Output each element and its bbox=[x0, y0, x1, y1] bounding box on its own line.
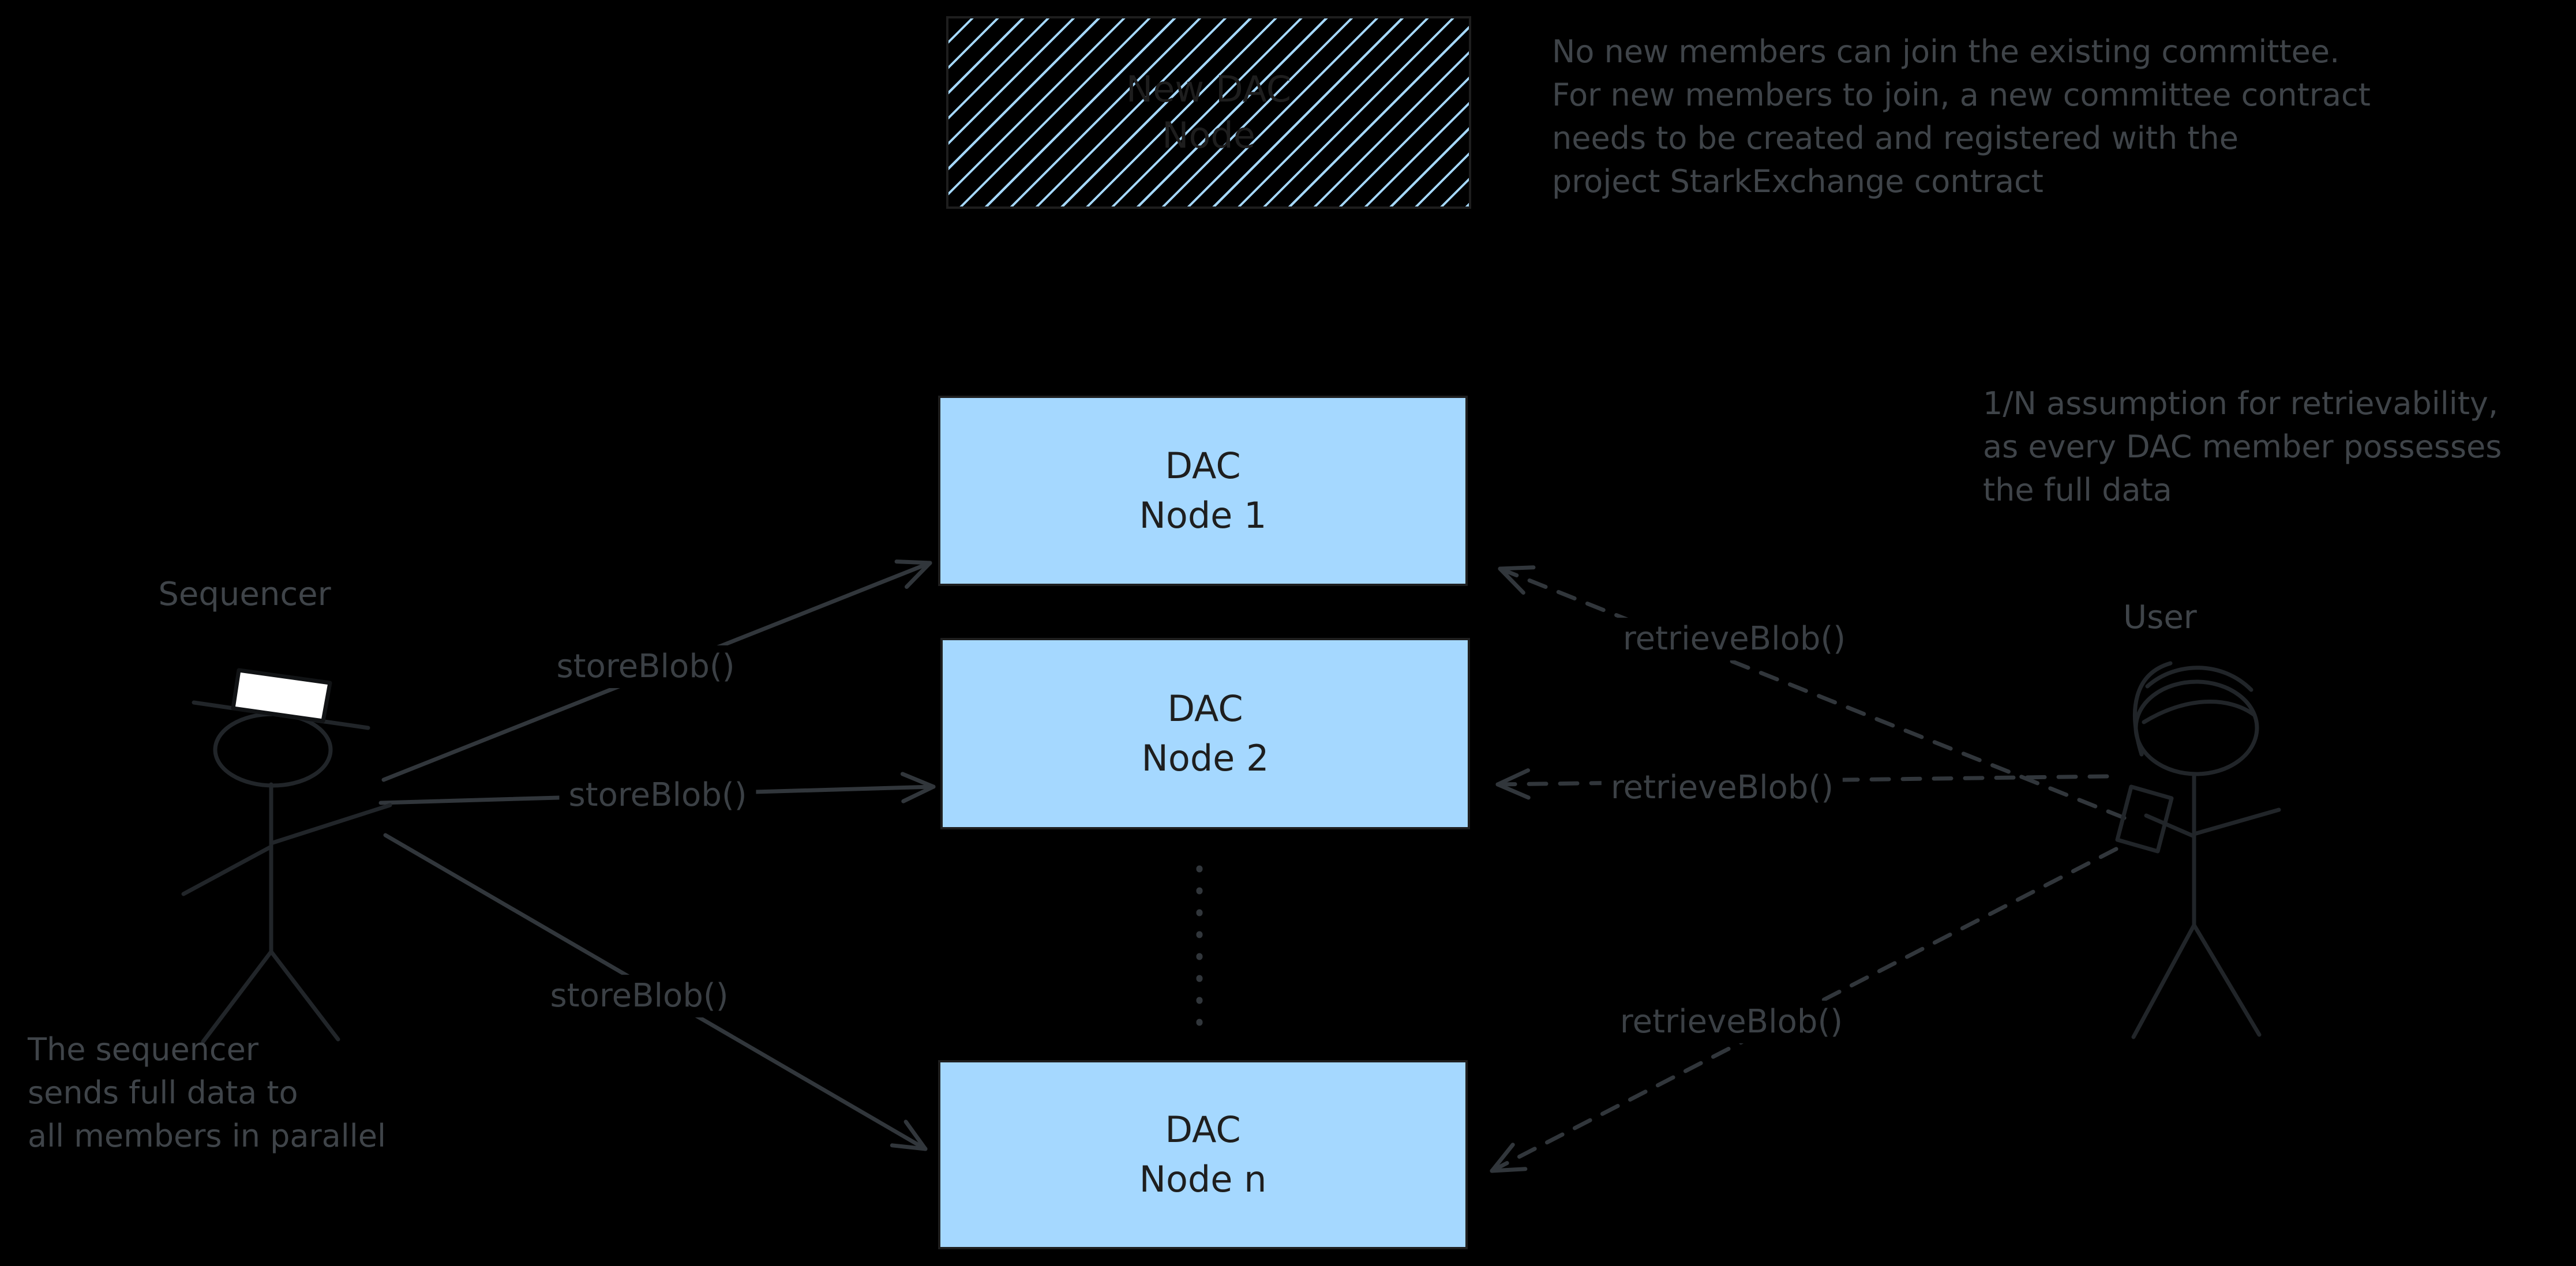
user-hair-fringe bbox=[2142, 700, 2257, 724]
user-leg-right bbox=[2192, 923, 2262, 1037]
store-blob-label-1: storeBlob() bbox=[547, 645, 744, 688]
dac-node-2-box: DAC Node 2 bbox=[940, 638, 1470, 829]
dac-node-1-box: DAC Node 1 bbox=[938, 396, 1468, 586]
user-arm-right bbox=[2192, 807, 2281, 836]
sequencer-label: Sequencer bbox=[158, 576, 331, 613]
dac-node-n-label: DAC Node n bbox=[1139, 1109, 1267, 1200]
dac-node-1-label: DAC Node 1 bbox=[1139, 445, 1267, 536]
store-blob-arrow-node2-head-2 bbox=[901, 784, 936, 803]
new-dac-node-label: New DAC Node bbox=[1126, 68, 1292, 156]
user-head bbox=[2133, 679, 2259, 776]
retrieve-blob-label-1: retrieveBlob() bbox=[1613, 618, 1855, 660]
user-phone-icon bbox=[2115, 784, 2174, 854]
store-blob-label-2: storeBlob() bbox=[559, 774, 756, 817]
sequencer-head bbox=[213, 712, 333, 788]
sequencer-hat-icon bbox=[231, 668, 332, 723]
user-label: User bbox=[2123, 599, 2197, 636]
user-hair-side bbox=[2133, 661, 2173, 757]
retrieve-blob-arrow-node2-head-1 bbox=[1495, 782, 1531, 800]
retrieve-blob-arrow-noden-head-1 bbox=[1490, 1167, 1528, 1173]
sequencer-arm-right bbox=[269, 803, 392, 846]
store-blob-arrow-node2-head-1 bbox=[900, 772, 936, 789]
sequencer-note: The sequencer sends full data to all mem… bbox=[28, 1031, 386, 1154]
retrievability-note: 1/N assumption for retrievability, as ev… bbox=[1983, 385, 2502, 508]
committee-note: No new members can join the existing com… bbox=[1552, 33, 2371, 200]
sequencer-figure-icon bbox=[181, 668, 392, 1044]
retrieve-blob-arrow-node2-head-2 bbox=[1495, 768, 1531, 787]
store-blob-arrow-node1-head-1 bbox=[894, 559, 932, 565]
store-blob-arrow-noden-head-2 bbox=[890, 1143, 928, 1151]
sequencer-arm-left bbox=[181, 844, 273, 896]
retrieve-blob-arrow-noden-head-2 bbox=[1490, 1143, 1515, 1173]
sequencer-hat-brim bbox=[192, 700, 370, 730]
store-blob-label-3: storeBlob() bbox=[541, 975, 738, 1017]
retrieve-blob-label-2: retrieveBlob() bbox=[1601, 767, 1843, 809]
retrieve-blob-arrow-node1-head-1 bbox=[1498, 566, 1525, 595]
user-arm-left bbox=[2144, 813, 2196, 839]
retrieve-blob-arrow-node1-head-2 bbox=[1498, 565, 1536, 571]
user-hair-top bbox=[2145, 666, 2253, 692]
new-dac-node-box: New DAC Node bbox=[946, 16, 1471, 209]
dac-node-2-label: DAC Node 2 bbox=[1141, 688, 1269, 779]
user-figure-icon bbox=[2115, 661, 2281, 1039]
retrieve-blob-label-3: retrieveBlob() bbox=[1610, 1001, 1853, 1043]
dac-node-n-box: DAC Node n bbox=[938, 1060, 1468, 1249]
store-blob-arrow-node1-head-2 bbox=[905, 561, 932, 589]
sequencer-leg-right bbox=[269, 949, 340, 1042]
store-blob-arrow-noden-head-1 bbox=[903, 1120, 928, 1151]
user-leg-left bbox=[2131, 923, 2196, 1039]
